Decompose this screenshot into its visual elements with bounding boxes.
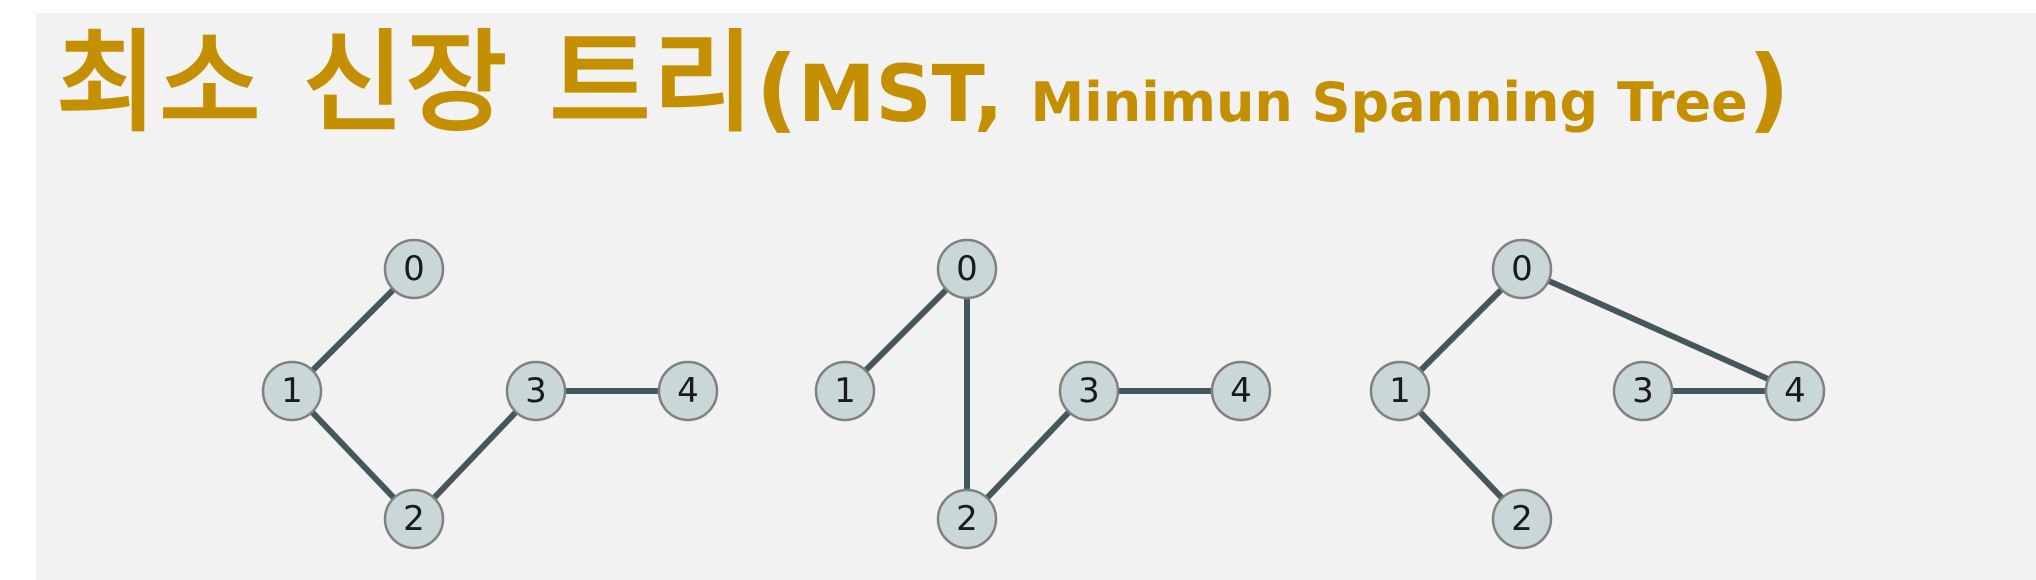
node-3: 3 <box>1058 360 1120 422</box>
node-circle <box>261 360 323 422</box>
node-label: 4 <box>1230 371 1252 411</box>
node-circle <box>1210 360 1272 422</box>
title-paren-close: ) <box>1747 36 1790 143</box>
node-label: 4 <box>677 371 699 411</box>
node-circle <box>657 360 719 422</box>
node-circle <box>814 360 876 422</box>
node-circle <box>936 488 998 550</box>
edge-0-4 <box>1520 266 1797 394</box>
node-3: 3 <box>505 360 567 422</box>
node-0: 0 <box>936 238 998 300</box>
node-label: 1 <box>1389 371 1411 411</box>
node-circle <box>1491 488 1553 550</box>
node-4: 4 <box>1764 360 1826 422</box>
node-2: 2 <box>383 488 445 550</box>
node-0: 0 <box>383 238 445 300</box>
node-label: 3 <box>1632 371 1654 411</box>
graph-1: 0 1 2 3 4 <box>261 238 719 550</box>
node-1: 1 <box>1369 360 1431 422</box>
graph-3: 0 1 2 3 4 <box>1369 238 1826 550</box>
node-circle <box>1612 360 1674 422</box>
title-paren-open: ( <box>755 36 798 143</box>
title-abbreviation: MST, <box>797 50 1031 140</box>
node-circle <box>936 238 998 300</box>
node-label: 0 <box>956 249 978 289</box>
title-english: Minimun Spanning Tree <box>1030 71 1748 134</box>
node-1: 1 <box>814 360 876 422</box>
node-label: 2 <box>403 499 425 539</box>
title-korean: 최소 신장 트리 <box>56 19 756 147</box>
node-4: 4 <box>657 360 719 422</box>
node-3: 3 <box>1612 360 1674 422</box>
node-circle <box>1058 360 1120 422</box>
node-label: 4 <box>1784 371 1806 411</box>
node-circle <box>383 488 445 550</box>
node-2: 2 <box>1491 488 1553 550</box>
node-label: 2 <box>956 499 978 539</box>
node-circle <box>1369 360 1431 422</box>
node-label: 3 <box>1078 371 1100 411</box>
node-label: 2 <box>1511 499 1533 539</box>
node-4: 4 <box>1210 360 1272 422</box>
graph-2: 0 1 2 3 4 <box>814 238 1272 550</box>
node-label: 1 <box>281 371 303 411</box>
node-0: 0 <box>1491 238 1553 300</box>
node-1: 1 <box>261 360 323 422</box>
node-label: 0 <box>1511 249 1533 289</box>
node-label: 3 <box>525 371 547 411</box>
node-circle <box>1764 360 1826 422</box>
node-2: 2 <box>936 488 998 550</box>
node-label: 0 <box>403 249 425 289</box>
slide-background <box>36 13 2036 580</box>
node-label: 1 <box>834 371 856 411</box>
node-circle <box>383 238 445 300</box>
page-title: 최소 신장 트리(MST, Minimun Spanning Tree) <box>56 28 1790 198</box>
node-circle <box>1491 238 1553 300</box>
node-circle <box>505 360 567 422</box>
